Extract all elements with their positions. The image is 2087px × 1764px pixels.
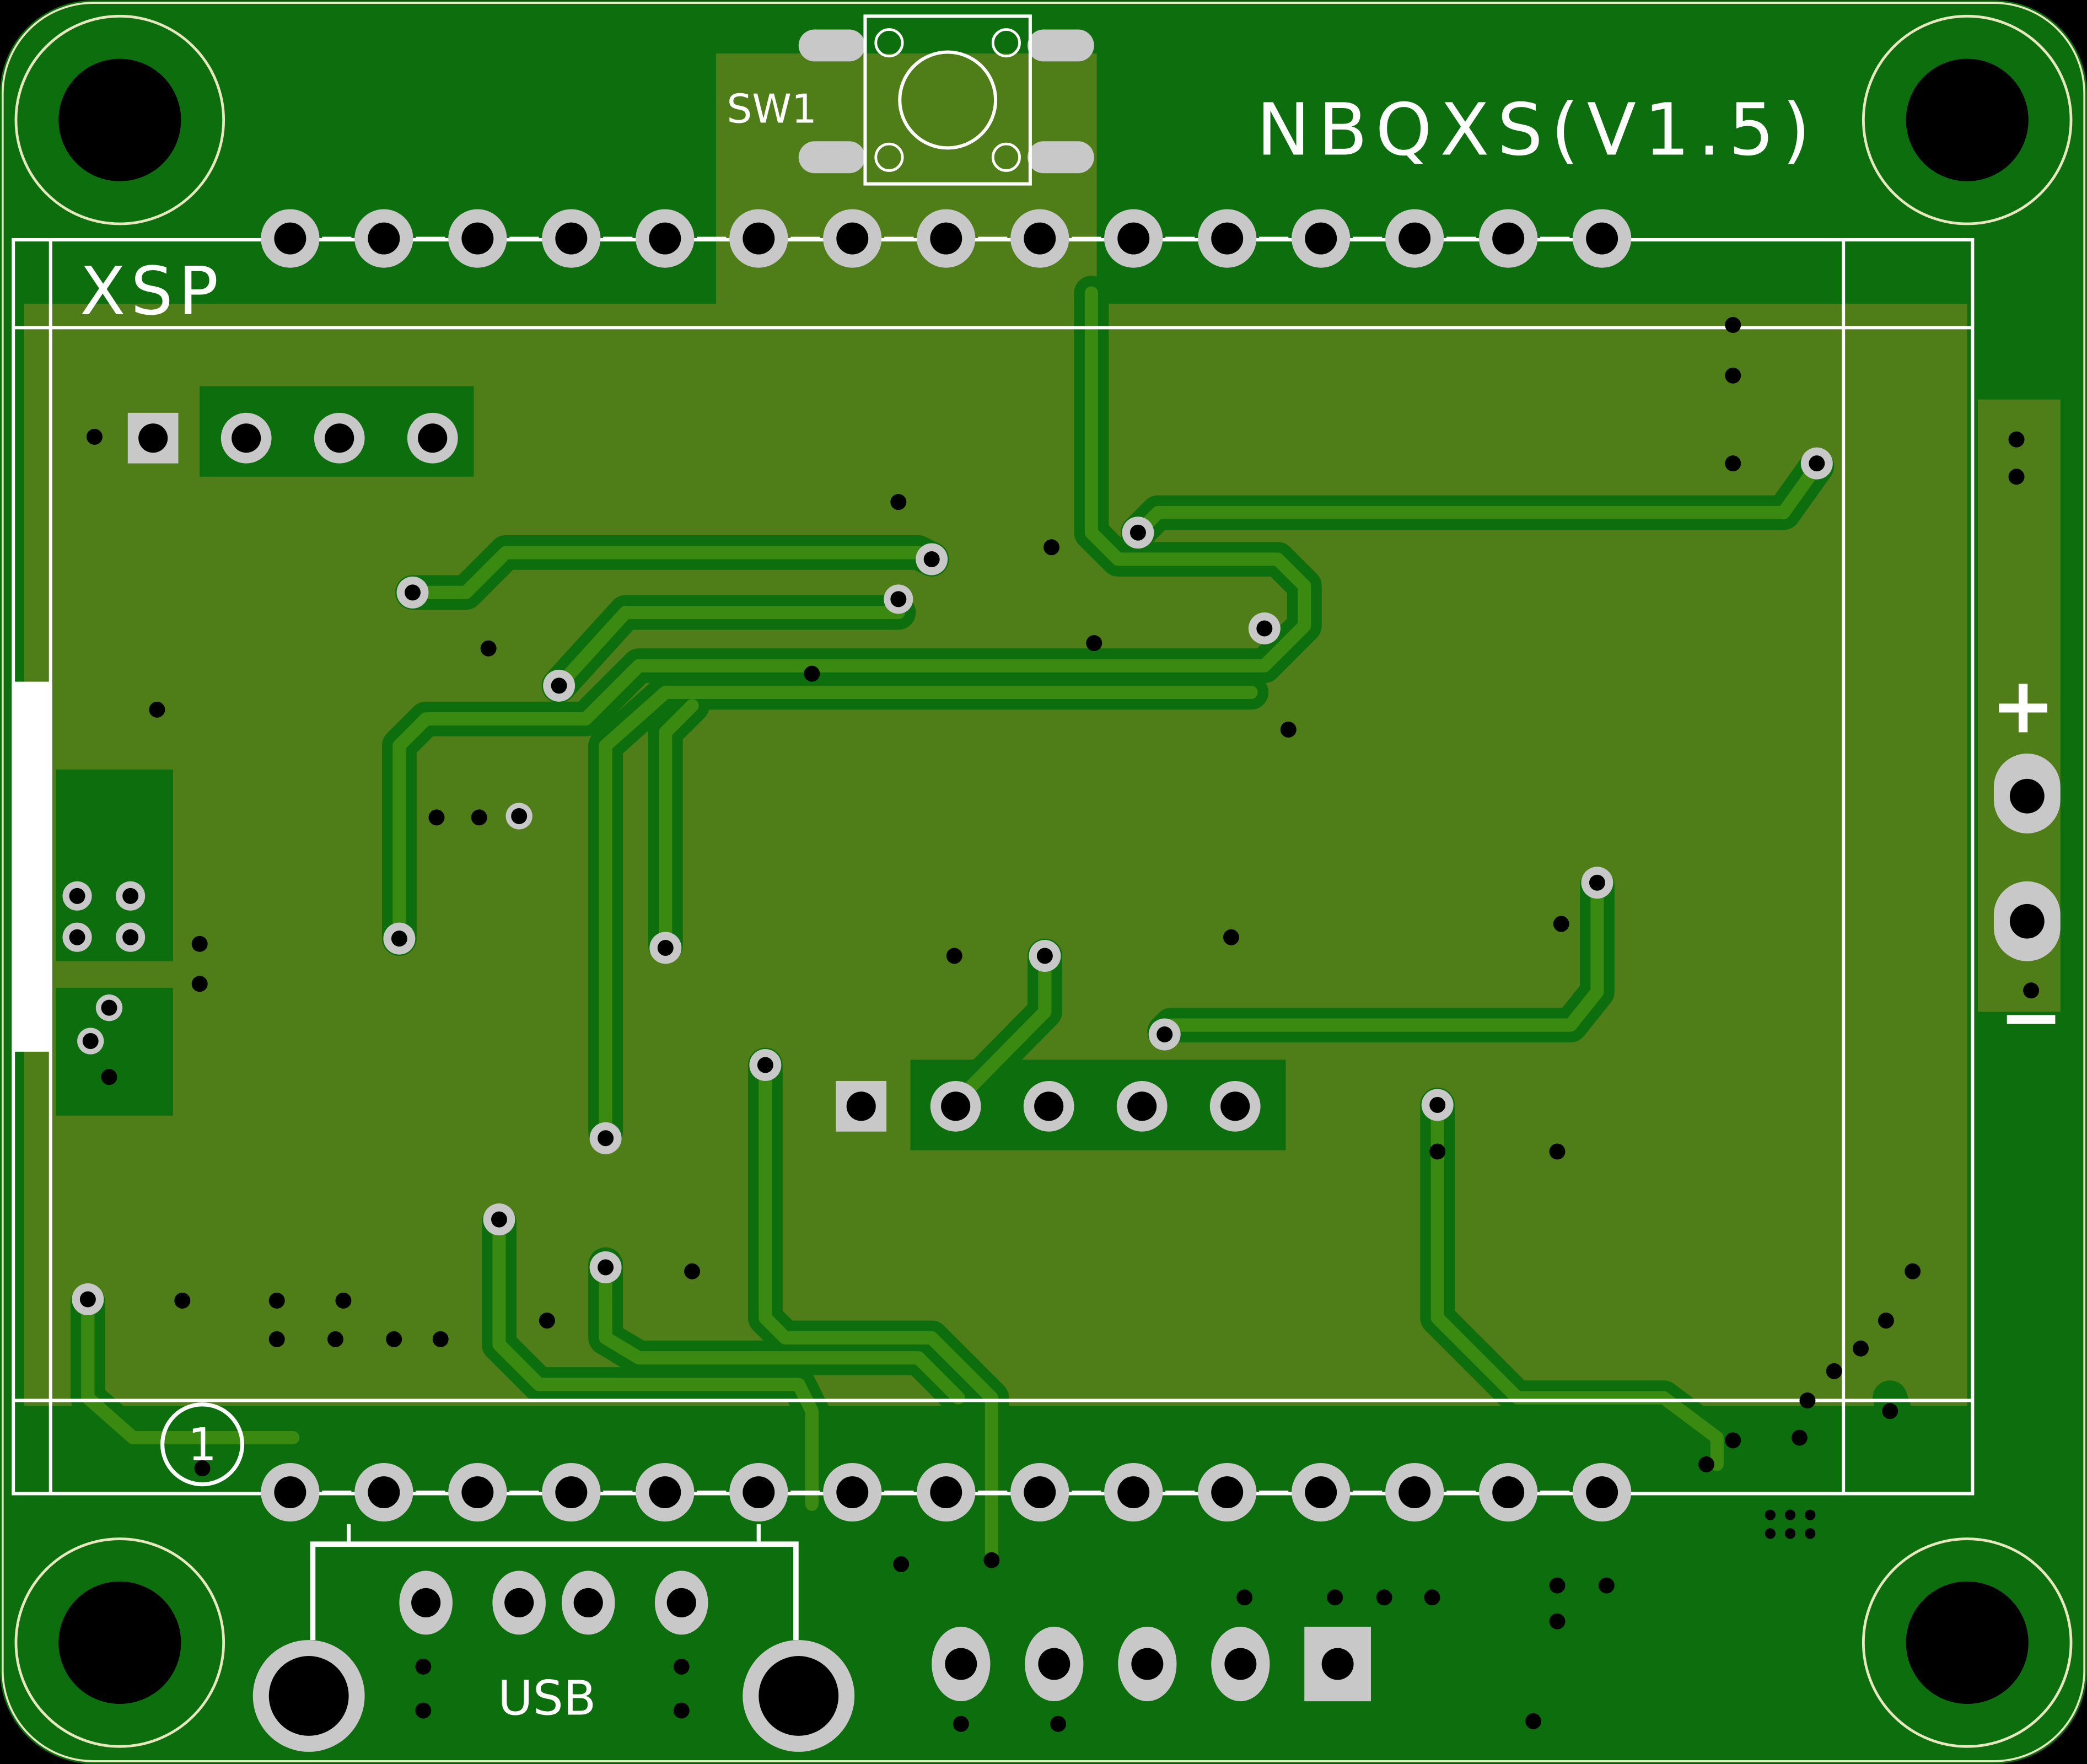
small-pads-left xyxy=(62,881,146,952)
bottom-header-pin-drill xyxy=(368,1476,400,1509)
bottom-header-pin-drill xyxy=(274,1476,306,1509)
top-header-pin-drill xyxy=(1586,222,1618,255)
bottom-header-pin-drill xyxy=(649,1476,681,1509)
mounting-hole-top-left xyxy=(14,14,225,225)
bottom-header-pin-drill xyxy=(461,1476,494,1509)
top-header-pin-drill xyxy=(930,222,962,255)
bottom-header-pin-drill xyxy=(930,1476,962,1509)
bottom-header-pin-drill xyxy=(1211,1476,1244,1509)
top-pin-header xyxy=(261,209,1632,268)
top-header-pin-drill xyxy=(1024,222,1056,255)
top-header-pin-drill xyxy=(1398,222,1431,255)
top-header-pin-drill xyxy=(1492,222,1525,255)
top-header-pin-drill xyxy=(555,222,588,255)
mounting-hole-top-right xyxy=(1862,14,2073,225)
tactile-switch-sw1[interactable] xyxy=(798,14,1094,186)
usb-label: USB xyxy=(498,1670,596,1726)
board-title: NBQXS(V1.5) xyxy=(1256,88,1818,171)
bottom-header-pin-drill xyxy=(836,1476,869,1509)
xsp-module-label: XSP xyxy=(80,253,224,330)
battery-plus-label: + xyxy=(1991,661,2055,751)
top-header-pin-drill xyxy=(836,222,869,255)
four-pin-connector-top xyxy=(127,412,458,464)
bottom-header-pin-drill xyxy=(1305,1476,1337,1509)
bottom-header-pin-drill xyxy=(555,1476,588,1509)
vias xyxy=(79,317,2025,1732)
pin1-marker: 1 xyxy=(160,1402,245,1487)
bottom-header-pin-drill xyxy=(1586,1476,1618,1509)
top-header-pin-drill xyxy=(1305,222,1337,255)
five-pin-connector-bottom xyxy=(932,1626,1371,1702)
top-header-pin-drill xyxy=(1117,222,1150,255)
bottom-header-pin-drill xyxy=(743,1476,775,1509)
bottom-header-pin-drill xyxy=(1024,1476,1056,1509)
top-header-pin-drill xyxy=(274,222,306,255)
five-pin-connector-middle xyxy=(836,1080,1261,1132)
mounting-hole-bottom-right xyxy=(1862,1537,2073,1748)
battery-minus-label: − xyxy=(1999,972,2063,1062)
top-header-pin-drill xyxy=(461,222,494,255)
usb-connector xyxy=(252,1524,855,1752)
pin1-marker-label: 1 xyxy=(188,1419,217,1471)
trace-highlights xyxy=(81,286,1824,1564)
module-edge-marker xyxy=(13,681,51,1052)
battery-connector xyxy=(1993,753,2061,999)
copper-zone xyxy=(24,53,2061,1406)
bottom-pin-header xyxy=(261,1462,1632,1522)
bottom-header-pin-drill xyxy=(1492,1476,1525,1509)
bottom-header-pin-drill xyxy=(1398,1476,1431,1509)
top-header-pin-drill xyxy=(368,222,400,255)
switch-label: SW1 xyxy=(727,87,817,133)
top-header-pin-drill xyxy=(1211,222,1244,255)
mounting-hole-bottom-left xyxy=(14,1537,225,1748)
top-header-pin-drill xyxy=(743,222,775,255)
bottom-header-pin-drill xyxy=(1117,1476,1150,1509)
top-header-pin-drill xyxy=(649,222,681,255)
